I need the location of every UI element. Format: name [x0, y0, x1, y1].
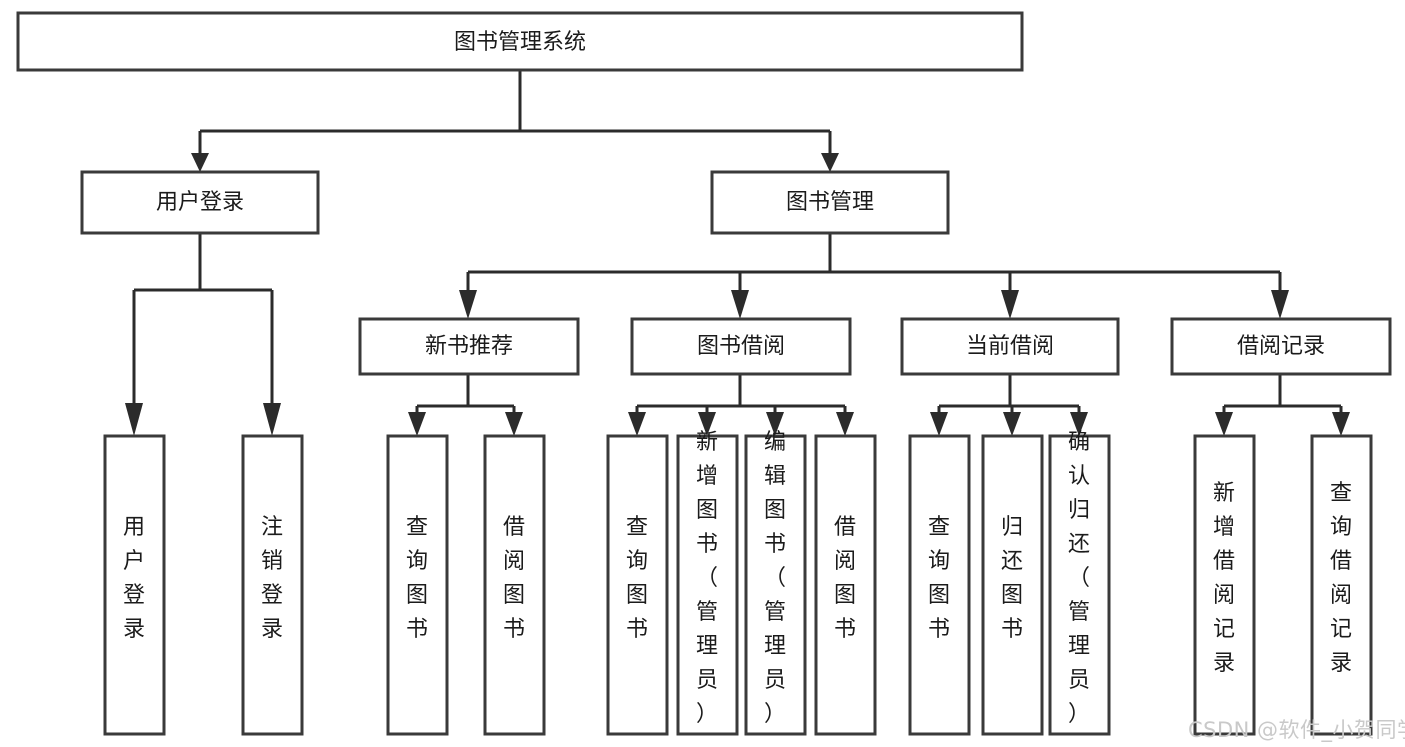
- node-current-borrow-label: 当前借阅: [966, 334, 1054, 359]
- node-borrow-record-label: 借阅记录: [1237, 334, 1325, 359]
- leaf-dqjy-confirm-return-label: 确认归还（管理员）: [1068, 430, 1090, 727]
- leaf-dqjy-query-book-box[interactable]: [908, 434, 971, 736]
- leaf-tsjy-query-book-label: 查询图书: [626, 515, 648, 642]
- arrowhead-leaf-user-login: [125, 403, 143, 436]
- leaf-tsjy-add-book-label: 新增图书（管理员）: [696, 430, 718, 727]
- leaf-dqjy-return-book-box[interactable]: [981, 434, 1044, 736]
- leaf-logout[interactable]: 注销登录: [241, 434, 304, 736]
- arrowhead-jyjl-leaf-1: [1215, 412, 1233, 436]
- arrowhead-dqjy-leaf-2: [1003, 412, 1021, 436]
- leaf-tsjy-add-book[interactable]: 新增图书（管理员）: [676, 430, 739, 736]
- node-current-borrow-box[interactable]: [900, 317, 1120, 376]
- leaf-tsjy-borrow-book-label: 借阅图书: [834, 515, 856, 642]
- node-new-book-recommend-label: 新书推荐: [425, 334, 513, 359]
- leaf-dqjy-confirm-return[interactable]: 确认归还（管理员）: [1048, 430, 1111, 736]
- leaf-jyjl-query-record-box[interactable]: [1310, 434, 1373, 736]
- leaf-logout-box[interactable]: [241, 434, 304, 736]
- leaf-tsjy-edit-book-label: 编辑图书（管理员）: [764, 430, 786, 727]
- arrowhead-current-borrow: [1001, 290, 1019, 319]
- leaf-tsjy-edit-book[interactable]: 编辑图书（管理员）: [744, 430, 807, 736]
- node-book-management-box[interactable]: [710, 170, 950, 235]
- node-root-label: 图书管理系统: [454, 30, 586, 55]
- leaf-dqjy-return-book-label: 归还图书: [1001, 515, 1023, 642]
- leaf-tsjy-borrow-book[interactable]: 借阅图书: [814, 434, 877, 736]
- node-new-book-recommend-box[interactable]: [358, 317, 580, 376]
- arrowhead-tsjy-leaf-1: [628, 412, 646, 436]
- node-book-borrow-box[interactable]: [630, 317, 852, 376]
- arrowhead-nbr-leaf-2: [505, 412, 523, 436]
- leaf-tsjy-query-book-box[interactable]: [606, 434, 669, 736]
- leaf-user-login[interactable]: 用户登录: [103, 434, 166, 736]
- leaf-tsjy-add-book-box[interactable]: [676, 434, 739, 736]
- leaf-nbr-query-book-box[interactable]: [386, 434, 449, 736]
- leaf-nbr-query-book[interactable]: 查询图书: [386, 434, 449, 736]
- leaf-nbr-borrow-book[interactable]: 借阅图书: [483, 434, 546, 736]
- node-new-book-recommend[interactable]: 新书推荐: [358, 317, 580, 376]
- node-user-login-label: 用户登录: [156, 190, 244, 215]
- arrowhead-jyjl-leaf-2: [1332, 412, 1350, 436]
- leaf-logout-label: 注销登录: [261, 515, 283, 642]
- node-book-management[interactable]: 图书管理: [710, 170, 950, 235]
- leaf-tsjy-borrow-book-box[interactable]: [814, 434, 877, 736]
- leaf-dqjy-query-book-label: 查询图书: [928, 515, 950, 642]
- arrowhead-tsjy-leaf-4: [836, 412, 854, 436]
- leaf-jyjl-add-record-label: 新增借阅记录: [1213, 481, 1235, 676]
- leaf-jyjl-query-record[interactable]: 查询借阅记录: [1310, 434, 1373, 736]
- arrowhead-user-login: [191, 153, 209, 172]
- leaf-tsjy-query-book[interactable]: 查询图书: [606, 434, 669, 736]
- leaf-nbr-borrow-book-label: 借阅图书: [503, 515, 525, 642]
- arrowhead-book-borrow: [731, 290, 749, 319]
- node-borrow-record[interactable]: 借阅记录: [1170, 317, 1392, 376]
- node-book-management-label: 图书管理: [786, 190, 874, 215]
- node-root-box[interactable]: [16, 11, 1024, 72]
- arrowhead-dqjy-leaf-1: [930, 412, 948, 436]
- arrowhead-book-mgmt: [821, 153, 839, 172]
- csdn-watermark: CSDN @软件_小贺同学: [1188, 718, 1405, 742]
- arrowhead-new-book-rec: [459, 290, 477, 319]
- leaf-nbr-borrow-book-box[interactable]: [483, 434, 546, 736]
- node-borrow-record-box[interactable]: [1170, 317, 1392, 376]
- arrowhead-nbr-leaf-1: [408, 412, 426, 436]
- leaf-dqjy-query-book[interactable]: 查询图书: [908, 434, 971, 736]
- connector-layer: [125, 70, 1350, 436]
- leaf-jyjl-add-record-box[interactable]: [1193, 434, 1256, 736]
- leaf-user-login-box[interactable]: [103, 434, 166, 736]
- arrowhead-tsjy-leaf-3: [766, 412, 784, 436]
- node-user-login-box[interactable]: [80, 170, 320, 235]
- leaf-dqjy-return-book[interactable]: 归还图书: [981, 434, 1044, 736]
- arrowhead-tsjy-leaf-2: [698, 412, 716, 436]
- leaf-dqjy-confirm-return-box[interactable]: [1048, 434, 1111, 736]
- node-user-login[interactable]: 用户登录: [80, 170, 320, 235]
- node-root[interactable]: 图书管理系统: [16, 11, 1024, 72]
- leaf-jyjl-add-record[interactable]: 新增借阅记录: [1193, 434, 1256, 736]
- node-current-borrow[interactable]: 当前借阅: [900, 317, 1120, 376]
- node-book-borrow[interactable]: 图书借阅: [630, 317, 852, 376]
- arrowhead-leaf-logout: [263, 403, 281, 436]
- leaf-tsjy-edit-book-box[interactable]: [744, 434, 807, 736]
- arrowhead-borrow-record: [1271, 290, 1289, 319]
- leaf-jyjl-query-record-label: 查询借阅记录: [1330, 481, 1352, 676]
- leaf-nbr-query-book-label: 查询图书: [406, 515, 428, 642]
- arrowhead-dqjy-leaf-3: [1070, 412, 1088, 436]
- node-book-borrow-label: 图书借阅: [697, 334, 785, 359]
- leaf-user-login-label: 用户登录: [123, 515, 145, 642]
